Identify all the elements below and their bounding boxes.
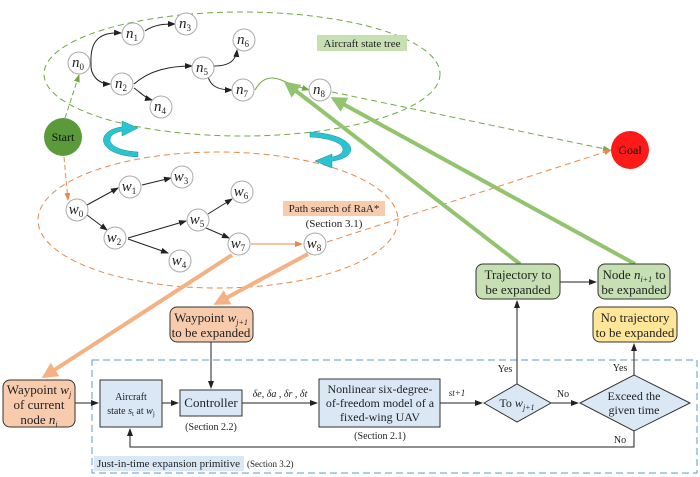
start-node: [44, 118, 82, 156]
goal-label: Goal: [618, 143, 642, 157]
svg-text:node ni: node ni: [20, 412, 57, 429]
decision-exceed-time: [578, 374, 692, 432]
node-label-n7: n7: [236, 82, 249, 99]
path-search-section: (Section 3.1): [306, 218, 363, 230]
no-trajectory-box: [592, 306, 678, 343]
node-n8: [308, 78, 332, 102]
tree-nodes: n0 n1 n2 n3 n4 n5 n6 n7 n8: [67, 12, 332, 119]
svg-text:Trajectory to: Trajectory to: [484, 267, 551, 282]
node-n1: [121, 22, 145, 46]
node-w4: [168, 249, 192, 273]
primitive-label: Just-in-time expansion primitive: [97, 458, 240, 470]
node-label-n8: n8: [313, 82, 326, 99]
state-tree-label: Aircraft state tree: [324, 38, 401, 50]
w7-to-waypoint-current-arrow: [41, 253, 234, 379]
yes-label-waypoint: Yes: [498, 364, 513, 375]
node-w2: [103, 226, 127, 250]
node-n4: [149, 95, 173, 119]
node-label-w7: w7: [231, 236, 246, 253]
node-n0: [67, 51, 91, 75]
expansion-primitive-region: [91, 359, 698, 474]
svg-text:of current: of current: [14, 397, 65, 412]
n8-to-goal-link: [331, 91, 611, 152]
svg-text:state st at wj: state st at wj: [107, 406, 155, 418]
cycle-arrow-icon: [103, 120, 352, 169]
search-nodes: w0 w1 w2 w3 w4 w5 w6 w7 w8: [65, 165, 327, 273]
svg-text:to be expanded: to be expanded: [172, 325, 251, 340]
svg-text:Aircraft: Aircraft: [115, 392, 147, 403]
w8-to-waypoint-next-arrow: [213, 252, 309, 305]
svg-text:Waypoint wj: Waypoint wj: [7, 382, 72, 399]
no-label-waypoint: No: [557, 389, 569, 400]
node-label-n5: n5: [196, 60, 209, 77]
svg-text:be expanded: be expanded: [601, 282, 667, 297]
node-w7: [227, 232, 251, 256]
node-label-w2: w2: [107, 230, 122, 247]
path-search-region: [37, 151, 399, 289]
node-n7: [231, 78, 255, 102]
node-label-n2: n2: [115, 76, 127, 93]
node-n2: [110, 72, 134, 96]
node-label-n4: n4: [154, 99, 167, 116]
svg-text:Controller: Controller: [184, 395, 238, 410]
state-tree-region: [43, 11, 441, 137]
svg-text:fixed-wing UAV: fixed-wing UAV: [340, 410, 420, 424]
node-w1: [118, 175, 142, 199]
svg-text:of-freedom model of a: of-freedom model of a: [326, 396, 435, 410]
goal-node: [611, 131, 649, 169]
node-w8: [303, 232, 327, 256]
flow-arrows: [75, 279, 637, 448]
trajectory-to-tree-arrow: [283, 81, 522, 266]
yes-label-time: Yes: [613, 363, 628, 374]
svg-text:(Section 2.2): (Section 2.2): [185, 422, 237, 433]
node-next-box: [597, 263, 671, 300]
node-label-w6: w6: [234, 184, 249, 201]
tree-edges: [90, 21, 240, 101]
primitive-section: (Section 3.2): [247, 459, 294, 469]
node-to-tree-arrow: [330, 97, 636, 266]
tree-edge-n7-n8: [254, 77, 310, 91]
svg-text:No trajectory: No trajectory: [601, 310, 670, 325]
node-n5: [191, 56, 215, 80]
node-label-n3: n3: [179, 16, 192, 33]
svg-text:Waypoint wj+1: Waypoint wj+1: [174, 310, 248, 327]
path-search-label: Path search of RaA*: [289, 203, 380, 215]
node-w6: [230, 180, 254, 204]
node-label-w1: w1: [122, 179, 137, 196]
state-next-label: st+1: [449, 388, 466, 398]
node-label-w5: w5: [190, 212, 205, 229]
svg-text:(Section 2.1): (Section 2.1): [354, 431, 406, 442]
node-label-n0: n0: [72, 55, 85, 72]
start-to-w0-link: [63, 156, 71, 201]
svg-text:given time: given time: [609, 403, 660, 417]
no-label-time: No: [614, 435, 626, 446]
node-w3: [170, 165, 194, 189]
svg-text:Exceed the: Exceed the: [608, 389, 661, 403]
node-label-n1: n1: [126, 26, 138, 43]
svg-text:Node ni+1 to: Node ni+1 to: [603, 267, 666, 284]
svg-text:be expanded: be expanded: [485, 282, 551, 297]
node-n3: [174, 12, 198, 36]
node-w5: [186, 208, 210, 232]
node-label-w3: w3: [174, 169, 189, 186]
node-label-w0: w0: [69, 202, 84, 219]
aircraft-state-box: [99, 379, 163, 428]
node-n6: [232, 28, 256, 52]
node-label-w4: w4: [172, 253, 187, 270]
start-to-n0-link: [64, 74, 80, 119]
node-label-n6: n6: [237, 32, 250, 49]
svg-text:to be expanded: to be expanded: [596, 325, 675, 340]
svg-text:To wj+1: To wj+1: [499, 396, 534, 412]
svg-text:Nonlinear six-degree-: Nonlinear six-degree-: [328, 382, 433, 396]
uav-model-box: [318, 378, 441, 428]
control-signals-label: δe, δa , δr , δt: [253, 389, 308, 400]
node-label-w8: w8: [307, 236, 322, 253]
start-label: Start: [52, 130, 75, 144]
search-edges: [86, 176, 233, 254]
node-w0: [65, 198, 89, 222]
